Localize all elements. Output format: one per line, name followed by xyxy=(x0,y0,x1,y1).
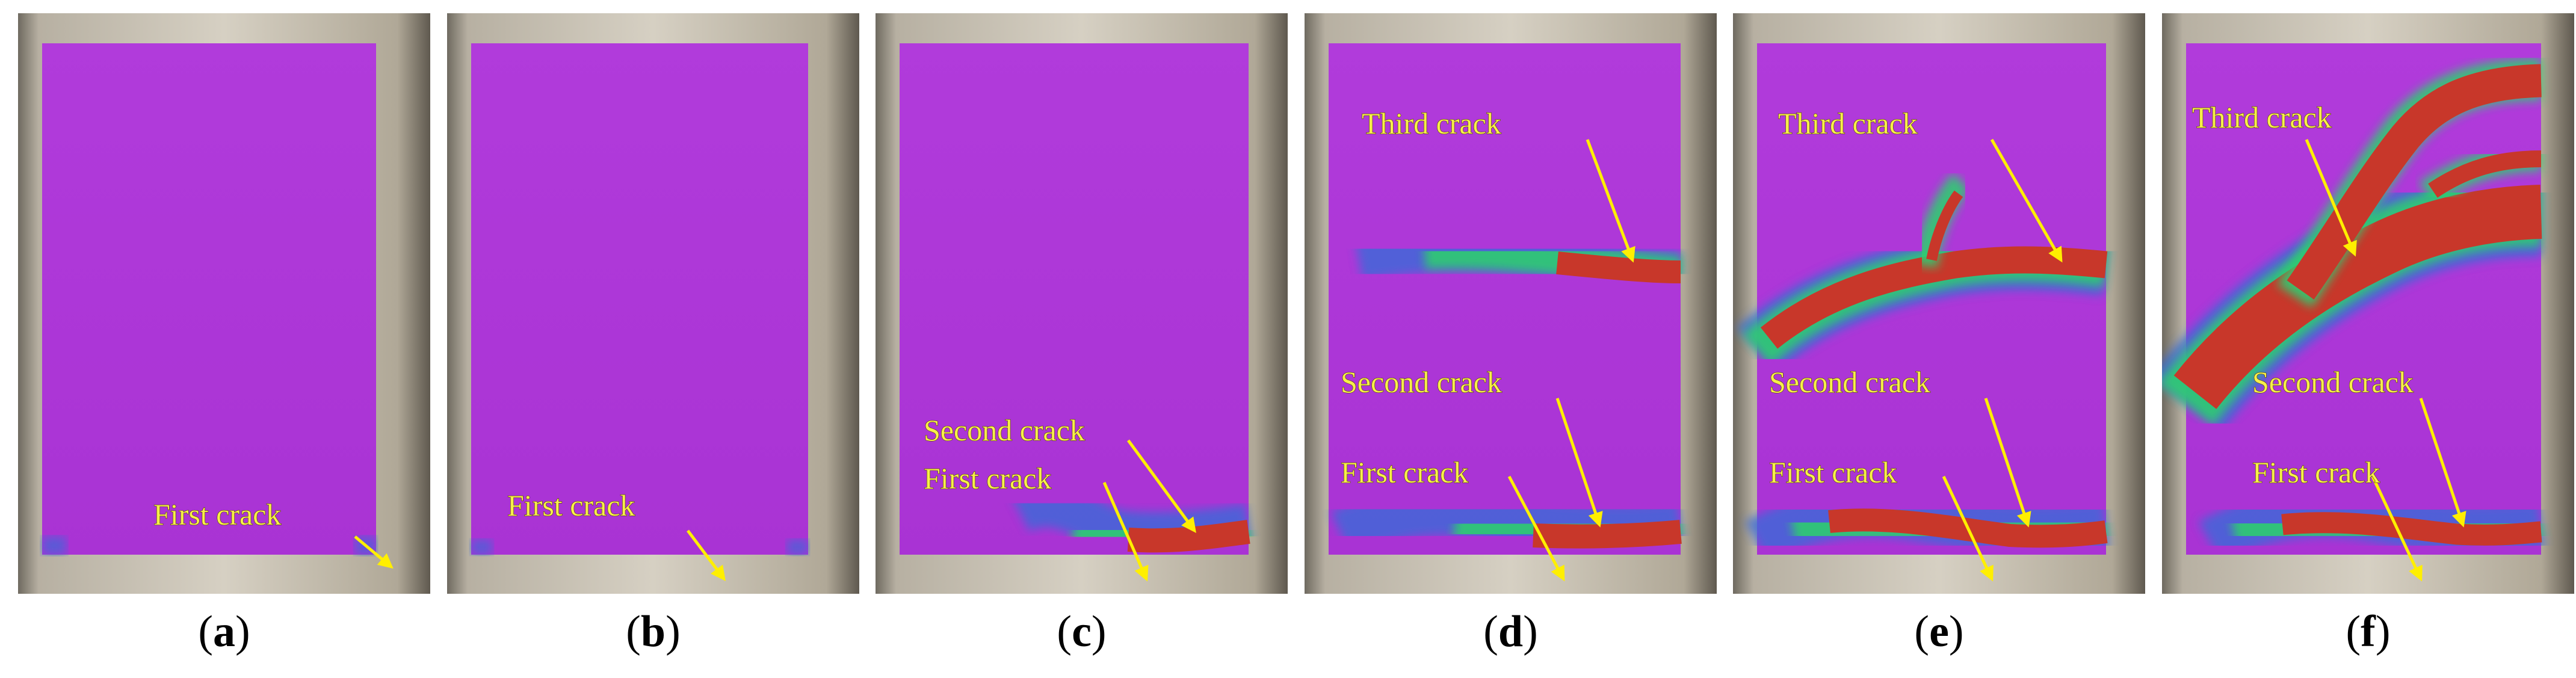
caption-b: (b) xyxy=(626,607,681,656)
panel-b: First crack xyxy=(447,13,859,594)
first-crack-arrow xyxy=(1507,475,1565,582)
second-crack-label: Second crack xyxy=(1769,365,1930,399)
panel-f-image: Third crack Second crack First crack xyxy=(2162,13,2574,594)
first-crack-arrow xyxy=(1942,475,1994,582)
strain-field xyxy=(900,43,1249,555)
first-crack-arrow xyxy=(687,529,726,581)
first-crack-arrow xyxy=(1102,481,1149,582)
panel-a-image: First crack xyxy=(18,13,430,594)
first-crack-label: First crack xyxy=(153,498,281,531)
first-crack-arrow xyxy=(354,535,394,569)
strain-field xyxy=(1329,43,1681,555)
caption-letter: a xyxy=(213,607,235,656)
panel-e: Third crack Second crack First crack xyxy=(1733,13,2145,594)
second-crack-label: Second crack xyxy=(2252,365,2414,399)
crack-band xyxy=(2173,185,2542,410)
second-crack-label: Second crack xyxy=(1341,365,1502,399)
panel-b-image: First crack xyxy=(447,13,859,594)
panel-d: Third crack Second crack First crack xyxy=(1305,13,1717,594)
second-crack-arrow xyxy=(1126,439,1196,534)
caption-letter: e xyxy=(1929,607,1949,656)
first-crack-label: First crack xyxy=(1769,455,1897,489)
panel-d-image: Third crack Second crack First crack xyxy=(1305,13,1717,594)
first-crack-label: First crack xyxy=(507,488,635,522)
crack-band xyxy=(2287,64,2542,300)
second-crack-arrow xyxy=(1555,398,1603,528)
first-crack-label: First crack xyxy=(2252,455,2380,489)
panel-e-image: Third crack Second crack First crack xyxy=(1733,13,2145,594)
strain-field xyxy=(471,43,808,555)
caption-letter: f xyxy=(2361,607,2376,656)
panel-f: Third crack Second crack First crack xyxy=(2162,13,2574,594)
third-crack-arrow xyxy=(1990,138,2063,263)
caption-e: (e) xyxy=(1914,607,1964,656)
caption-a: (a) xyxy=(198,607,250,656)
second-crack-arrow xyxy=(2419,398,2466,528)
third-crack-label: Third crack xyxy=(1362,106,1501,140)
crack-band xyxy=(1127,520,1250,553)
third-crack-label: Third crack xyxy=(2192,100,2332,134)
crack-band xyxy=(1828,508,2108,548)
caption-c: (c) xyxy=(1057,607,1107,656)
crack-band xyxy=(1533,520,1682,549)
caption-f: (f) xyxy=(2346,607,2391,656)
third-crack-label: Third crack xyxy=(1778,106,1918,140)
crack-band xyxy=(1556,251,1681,283)
strain-field xyxy=(42,43,376,555)
second-crack-arrow xyxy=(1984,398,2031,528)
first-crack-label: First crack xyxy=(1341,455,1468,489)
caption-letter: d xyxy=(1498,607,1524,656)
caption-letter: c xyxy=(1072,607,1092,656)
second-crack-label: Second crack xyxy=(924,413,1085,447)
caption-letter: b xyxy=(640,607,666,656)
crack-band xyxy=(2281,512,2542,546)
panel-c: Second crack First crack xyxy=(876,13,1288,594)
third-crack-arrow xyxy=(2305,139,2357,257)
first-crack-label: First crack xyxy=(924,461,1051,495)
third-crack-arrow xyxy=(1586,139,1635,263)
first-crack-arrow xyxy=(2371,475,2423,582)
panel-c-image: Second crack First crack xyxy=(876,13,1288,594)
panel-a: First crack xyxy=(18,13,430,594)
caption-d: (d) xyxy=(1483,607,1538,656)
